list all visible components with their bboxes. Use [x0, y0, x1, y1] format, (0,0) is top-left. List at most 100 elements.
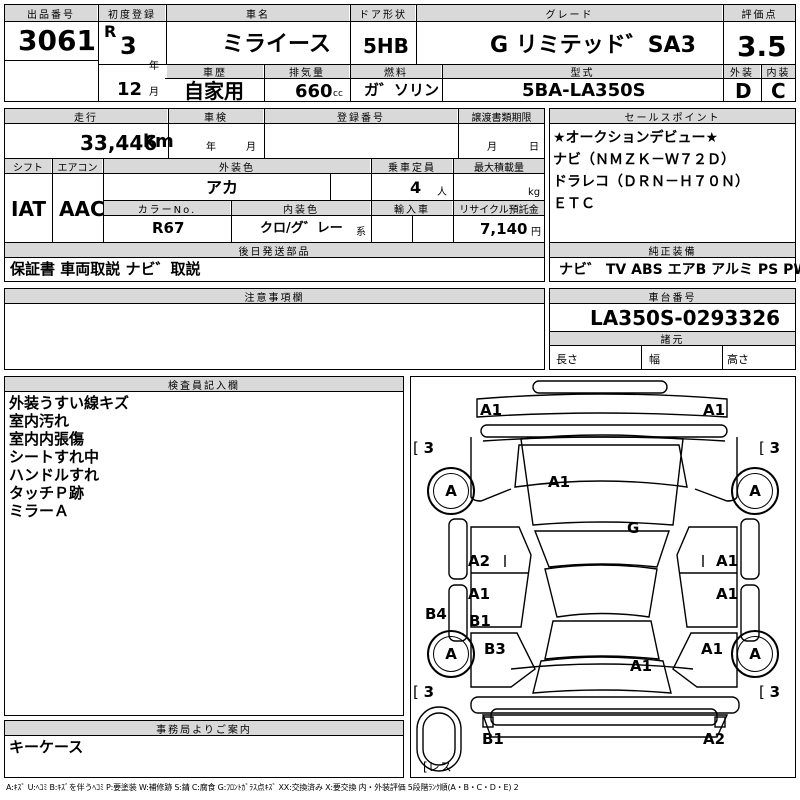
first-reg-header: 初度登録: [99, 5, 165, 21]
era-value: R: [104, 22, 117, 41]
options-header: 純正装備: [550, 243, 795, 258]
tire-front-left-mark: A: [433, 473, 469, 509]
door-header: ドア形状: [351, 5, 415, 21]
inspector-note-7: ミラーＡ: [9, 502, 70, 520]
inspector-frame: [4, 376, 404, 716]
mark-roof-left: B1: [469, 612, 491, 630]
inspector-note-6: タッチＰ跡: [9, 484, 85, 502]
insp-month-unit: 月: [246, 142, 256, 153]
mark-front-door-right: A1: [716, 552, 739, 570]
color-no-header: カラーNo.: [104, 201, 230, 216]
score-value: 3.5: [737, 30, 787, 63]
mark-rear-fender-right: A1: [701, 640, 724, 658]
selling-point-1: ★オークションデビュー★: [553, 130, 719, 146]
exterior-header: 外装: [724, 65, 760, 79]
ext-color-value: アカ: [206, 178, 239, 197]
spare-tire-label: [レス: [423, 760, 452, 774]
yen-unit: 円: [531, 227, 541, 238]
notes-header: 注意事項欄: [5, 289, 544, 304]
mark-rear-door-left: A1: [468, 585, 491, 603]
year-unit: 年: [149, 61, 159, 72]
history-value: 自家用: [184, 79, 244, 103]
chassis-value: LA350S-0293326: [590, 306, 781, 330]
tire-front-left: A: [427, 467, 475, 515]
color-no-value: R67: [152, 219, 185, 237]
mark-rear-fender-left: B3: [484, 640, 506, 658]
tread-rear-left: [ 3: [413, 683, 435, 701]
shift-header: シフト: [5, 159, 51, 174]
import-header: 輸入車: [372, 201, 452, 216]
mark-rear-bumper-left: B1: [482, 730, 504, 748]
car-diagram: A1 A1 A1 G A2 A1 A1 A1 B4 B1 B3 A1 A1 B1…: [410, 376, 796, 778]
mark-front-bumper-right: A1: [703, 401, 726, 419]
score-header: 評価点: [724, 5, 795, 21]
int-score-value: C: [771, 79, 786, 103]
capacity-header: 乗車定員: [372, 159, 452, 174]
inspector-note-4: シートすれ中: [9, 448, 100, 466]
ext-color-header: 外装色: [104, 159, 370, 174]
mark-rear-door-right: A1: [716, 585, 739, 603]
mileage-value: 33,446: [80, 131, 158, 155]
transfer-month-unit: 月: [487, 142, 497, 153]
chassis-frame: [549, 288, 796, 370]
fuel-header: 燃料: [351, 65, 441, 79]
transfer-doc-header: 譲渡書類期限: [459, 109, 544, 124]
month-value: 12: [117, 79, 143, 100]
office-header: 事務局よりご案内: [5, 721, 403, 736]
insp-year-unit: 年: [206, 142, 216, 153]
inspector-note-3: 室内内張傷: [9, 430, 85, 448]
fuel-value: ガ゛ソリン: [364, 81, 440, 99]
inspector-note-1: 外装うすい線キズ: [9, 394, 130, 412]
aircon-value: AAC: [59, 197, 105, 221]
grade-value: G リミテッド゛SA3: [490, 33, 696, 58]
mark-front-door-left: A2: [468, 552, 491, 570]
recycle-header: リサイクル預託金: [454, 201, 544, 216]
door-value: 5HB: [363, 34, 409, 58]
transfer-day-unit: 日: [529, 142, 539, 153]
lot-number: 3061: [18, 24, 96, 57]
inspector-header: 検査員記入欄: [5, 377, 403, 392]
month-unit: 月: [149, 87, 159, 98]
history-header: 車歴: [167, 65, 263, 79]
dims-header: 諸元: [550, 332, 795, 346]
selling-point-3: ドラレコ（ＤＲＮ－Ｈ７０Ｎ）: [553, 174, 749, 190]
aircon-header: エアコン: [53, 159, 102, 174]
tire-front-right-mark: A: [737, 473, 773, 509]
cc-unit: cc: [333, 89, 343, 99]
office-note: キーケース: [9, 738, 84, 756]
ext-score-value: D: [735, 79, 752, 103]
tire-rear-right: A: [731, 630, 779, 678]
selling-points-header: セールスポイント: [550, 109, 795, 124]
tire-rear-left: A: [427, 630, 475, 678]
selling-frame: [549, 108, 796, 282]
displacement-value: 660: [295, 81, 333, 102]
office-frame: [4, 720, 404, 778]
grade-header: グレード: [417, 5, 722, 21]
int-color-header: 内装色: [232, 201, 370, 216]
tread-rear-right: [ 3: [759, 683, 781, 701]
model-value: 5BA-LA350S: [522, 80, 646, 101]
car-name-header: 車名: [167, 5, 349, 21]
later-docs-header: 後日発送部品: [5, 243, 544, 258]
length-label: 長さ: [556, 353, 578, 366]
inspector-note-5: ハンドルすれ: [9, 466, 100, 484]
people-unit: 人: [437, 187, 447, 198]
notes-frame: [4, 288, 545, 370]
tread-front-left: [ 3: [413, 439, 435, 457]
mileage-header: 走行: [5, 109, 167, 124]
height-label: 高さ: [727, 353, 749, 366]
tire-rear-right-mark: A: [737, 636, 773, 672]
car-outline: [416, 380, 760, 772]
mark-windshield: G: [627, 519, 640, 537]
int-color-value: クロ/グ゛レー: [260, 221, 343, 236]
km-unit: km: [143, 131, 174, 152]
mark-rear-bumper-right: A2: [703, 730, 726, 748]
mark-rear-pillar-left: B4: [425, 605, 447, 623]
tire-rear-left-mark: A: [433, 636, 469, 672]
model-header: 型式: [443, 65, 722, 79]
legend: A:ｷｽﾞ U:ﾍｺﾐ B:ｷｽﾞを伴うﾍｺﾐ P:要塗装 W:補修跡 S:錆 …: [6, 783, 519, 792]
selling-point-4: ＥＴＣ: [553, 196, 595, 212]
tread-front-right: [ 3: [759, 439, 781, 457]
mark-front-bumper-left: A1: [480, 401, 503, 419]
kg-unit: kg: [528, 187, 541, 198]
